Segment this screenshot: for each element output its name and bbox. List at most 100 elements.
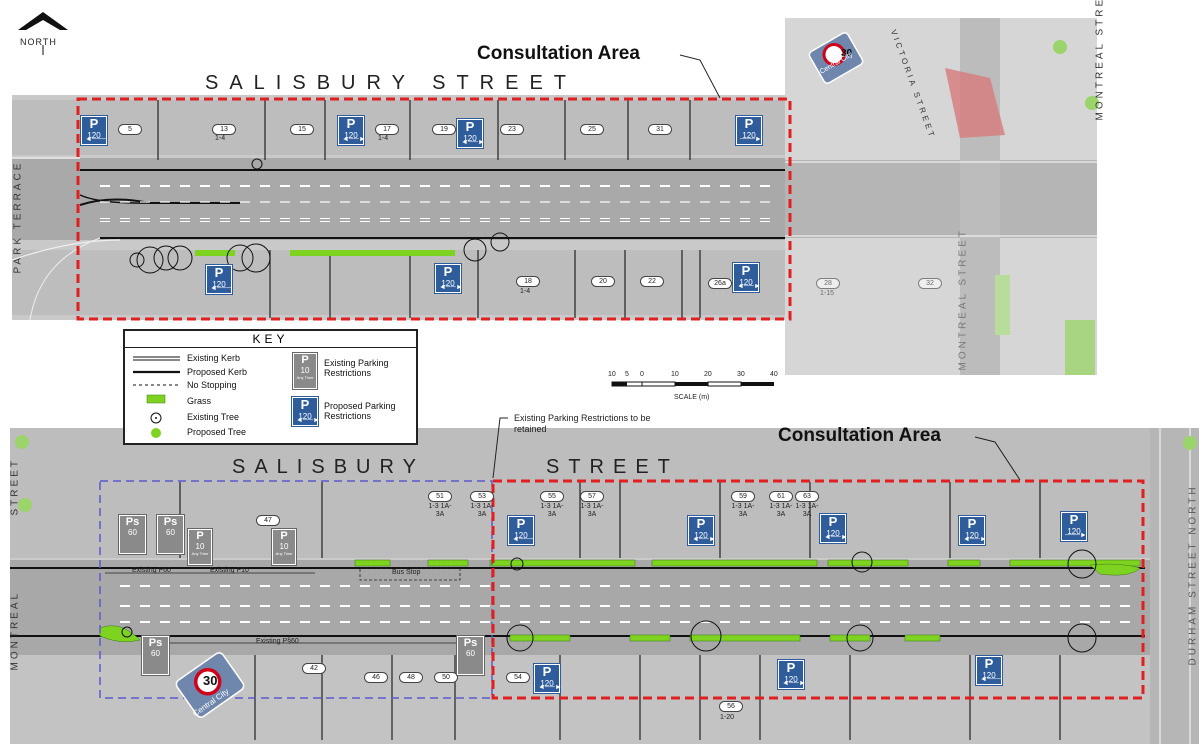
property-number: 59 [731, 491, 755, 502]
property-number: 48 [399, 672, 423, 683]
property-number: 57 [580, 491, 604, 502]
bottom-road [10, 560, 1155, 655]
property-sub: 1-20 [720, 714, 735, 721]
top-consultation-label: Consultation Area [477, 43, 640, 64]
property-number: 47 [256, 515, 280, 526]
top-road [12, 158, 785, 240]
scale-tick: 30 [737, 371, 745, 378]
property-number: 32 [918, 278, 942, 289]
retained-note: Existing Parking Restrictions to be reta… [514, 413, 651, 434]
montreal-left-label: MONTREAL [9, 590, 21, 671]
property-number: 22 [640, 276, 664, 287]
scale-tick: 0 [640, 371, 644, 378]
bottom-speed-value: 30 [203, 673, 218, 688]
legend-existing-tree: Existing Tree [187, 412, 240, 422]
property-number: 17 [375, 124, 399, 135]
property-sub: 1-4 [215, 135, 226, 142]
existing-ps60-label: Existing P§60 [256, 638, 299, 645]
property-number: 25 [580, 124, 604, 135]
scale-label: SCALE (m) [674, 394, 710, 401]
property-number: 26a [708, 278, 732, 289]
legend-existing-kerb: Existing Kerb [187, 353, 241, 363]
legend-proposed-parking: Proposed Parking Restrictions [324, 401, 396, 421]
existing-p60-label: Existing P60 [132, 567, 171, 574]
legend-proposed-tree: Proposed Tree [187, 427, 247, 437]
bottom-speed-sign [175, 652, 245, 718]
scale-tick: 10 [671, 371, 679, 378]
property-sub: 1-3 1A-3A [731, 503, 755, 518]
legend-proposed-kerb: Proposed Kerb [187, 367, 248, 377]
north-label: NORTH [20, 37, 57, 47]
property-number: 31 [648, 124, 672, 135]
property-number: 5 [118, 124, 142, 135]
property-number: 53 [470, 491, 494, 502]
montreal-street-mid-label: MONTREAL STREET [957, 228, 969, 371]
property-number: 61 [769, 491, 793, 502]
street-left-label: STREET [9, 458, 21, 516]
property-number: 28 [816, 278, 840, 289]
existing-p10-label: Existing P10 [210, 567, 249, 574]
scale-tick: 40 [770, 371, 778, 378]
property-number: 20 [591, 276, 615, 287]
property-number: 19 [432, 124, 456, 135]
property-sub: 1-4 [378, 135, 389, 142]
legend-title: KEY [125, 331, 416, 348]
property-sub: 1-3 1A-3A [428, 503, 452, 518]
property-sub: 1-3 1A-3A [580, 503, 604, 518]
legend-existing-parking: Existing Parking Restrictions [324, 358, 389, 378]
property-number: 55 [540, 491, 564, 502]
bottom-consultation-label: Consultation Area [778, 425, 941, 446]
legend: KEY Existing Kerb Proposed Kerb No Stopp… [123, 329, 418, 445]
property-number: 23 [500, 124, 524, 135]
montreal-street-top-label: MONTREAL STREET [1094, 0, 1106, 121]
top-street-title: SALISBURY STREET [205, 72, 577, 94]
property-sub: 1-3 1A-3A [540, 503, 564, 518]
bottom-street-title-right: STREET [546, 456, 679, 478]
property-number: 15 [290, 124, 314, 135]
top-speed-value: 30 [841, 48, 853, 59]
property-number: 46 [364, 672, 388, 683]
bus-stop-label: Bus Stop [392, 569, 421, 576]
property-number: 13 [212, 124, 236, 135]
property-number: 18 [516, 276, 540, 287]
scale-tick: 10 [608, 371, 616, 378]
top-speed-sign [808, 32, 864, 84]
property-number: 42 [302, 663, 326, 674]
legend-symbols [133, 356, 180, 438]
property-sub: 1-3 1A-3A [795, 503, 819, 518]
property-sub: 1-15 [820, 290, 835, 297]
property-number: 54 [506, 672, 530, 683]
property-number: 56 [719, 701, 743, 712]
property-number: 51 [428, 491, 452, 502]
north-arrow [18, 12, 68, 55]
scale-bar [611, 381, 774, 387]
park-terrace-label: PARK TERRACE [12, 160, 24, 274]
property-sub: 1-4 [520, 288, 531, 295]
property-sub: 1-3 1A-3A [470, 503, 494, 518]
legend-grass: Grass [187, 396, 212, 406]
scale-tick: 5 [625, 371, 629, 378]
legend-no-stopping: No Stopping [187, 380, 237, 390]
